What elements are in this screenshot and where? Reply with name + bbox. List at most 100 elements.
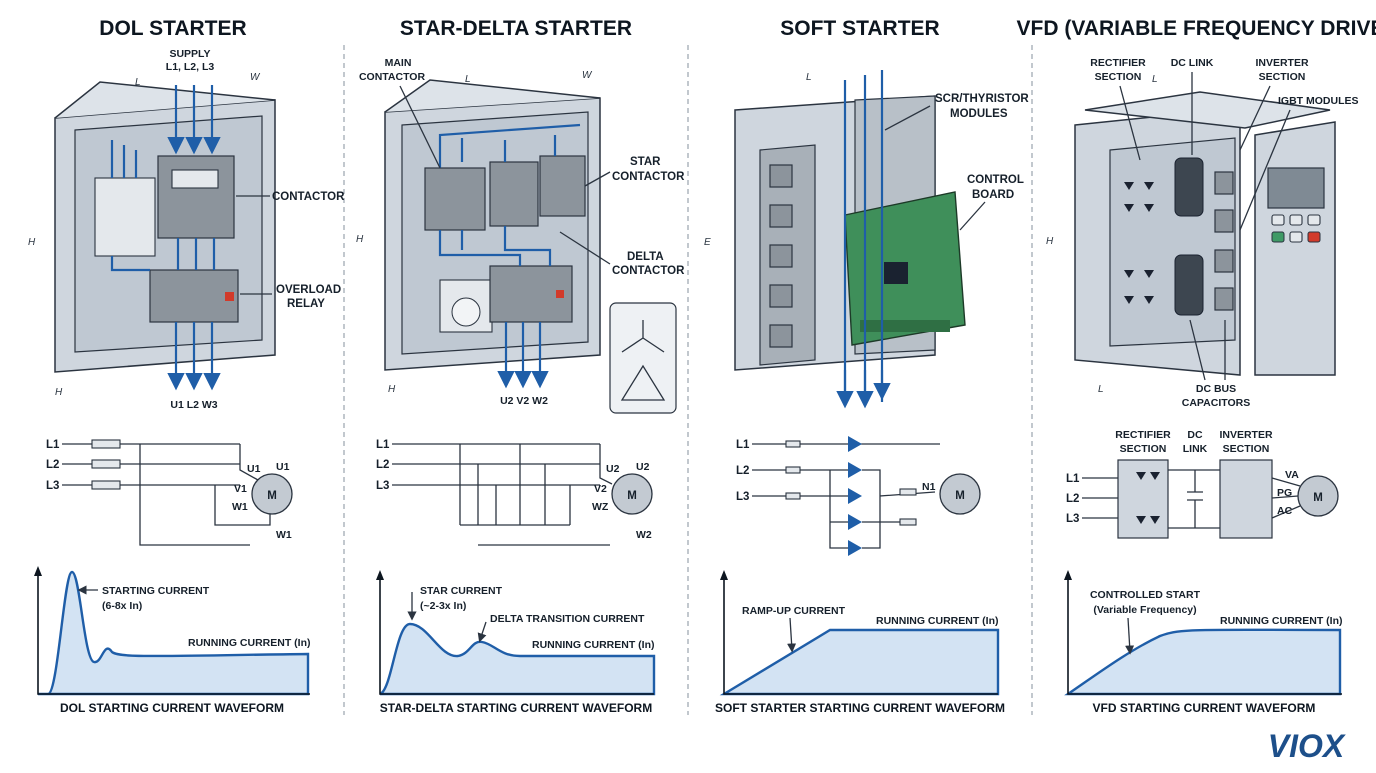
dol-section: DOL STARTER SUPPLY L1, L2, L3 L W H — [28, 17, 345, 715]
vfd-dim-l: L — [1152, 74, 1158, 85]
soft-graph-caption: SOFT STARTER STARTING CURRENT WAVEFORM — [715, 701, 1005, 715]
dol-overload-label-1: OVERLOAD — [276, 284, 341, 296]
sd-star-delta-inset — [609, 302, 677, 414]
dol-dim-h2: H — [55, 387, 63, 398]
soft-dim-h: E — [704, 237, 711, 248]
vfd-sch-dc-2: LINK — [1183, 443, 1208, 455]
sd-sch-t5: W2 — [636, 529, 652, 541]
vfd-sch-rectifier-box — [1117, 459, 1169, 539]
soft-arrows — [836, 370, 891, 409]
dol-contactor-label: CONTACTOR — [272, 191, 345, 203]
soft-motor-label: M — [955, 490, 965, 502]
dol-dim-w: W — [250, 72, 261, 83]
vfd-graph-annot-1: CONTROLLED START — [1090, 589, 1201, 601]
dol-graph-annot-2: (6-8x In) — [102, 600, 142, 612]
soft-sch-l1: L1 — [736, 439, 750, 451]
dol-output-label: U1 L2 W3 — [170, 399, 217, 411]
sd-main-label-2: CONTACTOR — [359, 71, 426, 83]
sd-dim-h2: H — [388, 384, 396, 395]
soft-motor — [939, 473, 981, 515]
vfd-motor — [1297, 475, 1339, 517]
sd-graph-annot-1: STAR CURRENT — [420, 585, 503, 597]
vfd-sch-inv-2: SECTION — [1223, 443, 1270, 455]
sd-delta-contactor — [539, 155, 586, 217]
dol-overload-label-2: RELAY — [287, 298, 325, 310]
sd-sch-l3: L3 — [376, 480, 389, 492]
vfd-unit — [1074, 91, 1336, 376]
sd-dim-l: L — [465, 74, 471, 85]
sd-sch-l2: L2 — [376, 459, 389, 471]
vfd-sch-rect-2: SECTION — [1120, 443, 1167, 455]
vfd-keypad-display — [1267, 167, 1325, 209]
vfd-sch-l2: L2 — [1066, 493, 1079, 505]
soft-schematic: L1 L2 L3 M N1 — [736, 436, 981, 556]
soft-control-label-1: CONTROL — [967, 174, 1024, 186]
sd-star-contactor — [489, 161, 539, 227]
vfd-title: VFD (VARIABLE FREQUENCY DRIVE) — [1017, 17, 1376, 40]
sd-schematic: L1 L2 L3 M U2 V2 WZ U2 W2 — [376, 439, 653, 546]
vfd-inverter-label-1: INVERTER — [1255, 57, 1309, 69]
vfd-sch-inv-1: INVERTER — [1219, 429, 1273, 441]
soft-graph-annot-1: RAMP-UP CURRENT — [742, 605, 846, 617]
vfd-capacitor-2 — [1174, 254, 1204, 316]
vfd-graph: CONTROLLED START (Variable Frequency) RU… — [1064, 570, 1343, 715]
soft-sch-t1: N1 — [922, 481, 936, 493]
sd-sch-t1: U2 — [606, 463, 620, 475]
vfd-sch-l1: L1 — [1066, 473, 1080, 485]
soft-sch-l3: L3 — [736, 491, 749, 503]
sd-graph-annot-2: (~2-3x In) — [420, 600, 466, 612]
dol-dim-l: L — [135, 77, 141, 88]
vfd-sch-l3: L3 — [1066, 513, 1079, 525]
vfd-dim-l2: L — [1098, 384, 1104, 395]
vfd-sch-o1: VA — [1285, 469, 1299, 481]
dol-title: DOL STARTER — [99, 17, 246, 40]
sd-sch-l1: L1 — [376, 439, 390, 451]
dol-overload-relay — [149, 269, 239, 323]
dol-sch-l1: L1 — [46, 439, 60, 451]
vfd-sch-dc-1: DC — [1187, 429, 1203, 441]
vfd-sch-rect-1: RECTIFIER — [1115, 429, 1171, 441]
vfd-inverter-label-2: SECTION — [1259, 71, 1306, 83]
sd-graph-annot-3: DELTA TRANSITION CURRENT — [490, 613, 645, 625]
soft-section: SOFT STARTER L E SCR/THYRISTOR MODU — [704, 17, 1029, 715]
dol-supply-arrows — [167, 85, 221, 391]
soft-dim-l: L — [806, 72, 812, 83]
sd-title: STAR-DELTA STARTER — [400, 17, 632, 40]
sd-enclosure — [384, 79, 601, 371]
vfd-sch-inverter-box — [1219, 459, 1273, 539]
dol-schematic: L1 L2 L3 M U1 V1 W1 U1 W1 — [46, 439, 293, 546]
vfd-section: VFD (VARIABLE FREQUENCY DRIVE) — [1017, 17, 1376, 715]
dol-motor — [251, 473, 293, 515]
vfd-rectifier-diodes — [1124, 182, 1154, 304]
sd-dim-h: H — [356, 234, 364, 245]
soft-graph: RAMP-UP CURRENT RUNNING CURRENT (In) SOF… — [715, 570, 1005, 715]
vfd-sch-o2: PG — [1277, 487, 1292, 499]
soft-unit — [734, 70, 966, 402]
star-delta-section: STAR-DELTA STARTER MAIN CONTACTOR — [356, 17, 685, 715]
sd-main-label-1: MAIN — [385, 57, 412, 69]
dol-sch-t3: W1 — [232, 501, 248, 513]
vfd-rectifier-label-2: SECTION — [1095, 71, 1142, 83]
viox-logo: VIOX — [1268, 728, 1346, 764]
vfd-dcbus-label-1: DC BUS — [1196, 383, 1236, 395]
dol-graph: STARTING CURRENT (6-8x In) RUNNING CURRE… — [34, 566, 311, 715]
dol-graph-caption: DOL STARTING CURRENT WAVEFORM — [60, 701, 284, 715]
dol-contactor — [157, 155, 235, 239]
sd-main-contactor — [424, 167, 486, 231]
sd-star-label-1: STAR — [630, 156, 661, 168]
soft-title: SOFT STARTER — [780, 17, 939, 40]
vfd-capacitor-1 — [1174, 157, 1204, 217]
vfd-dim-h: H — [1046, 236, 1054, 247]
vfd-dcbus-label-2: CAPACITORS — [1182, 397, 1250, 409]
sd-graph-running: RUNNING CURRENT (In) — [532, 639, 655, 651]
dol-graph-running: RUNNING CURRENT (In) — [188, 637, 311, 649]
dol-motor-label: M — [267, 490, 277, 502]
sd-delta-label-1: DELTA — [627, 251, 664, 263]
sd-sch-t2: V2 — [594, 483, 607, 495]
sd-star-label-2: CONTACTOR — [612, 171, 685, 183]
dol-supply-phases: L1, L2, L3 — [166, 61, 215, 73]
dol-graph-annot-1: STARTING CURRENT — [102, 585, 210, 597]
vfd-graph-annot-2: (Variable Frequency) — [1093, 604, 1196, 616]
vfd-dclink-label: DC LINK — [1171, 57, 1214, 69]
